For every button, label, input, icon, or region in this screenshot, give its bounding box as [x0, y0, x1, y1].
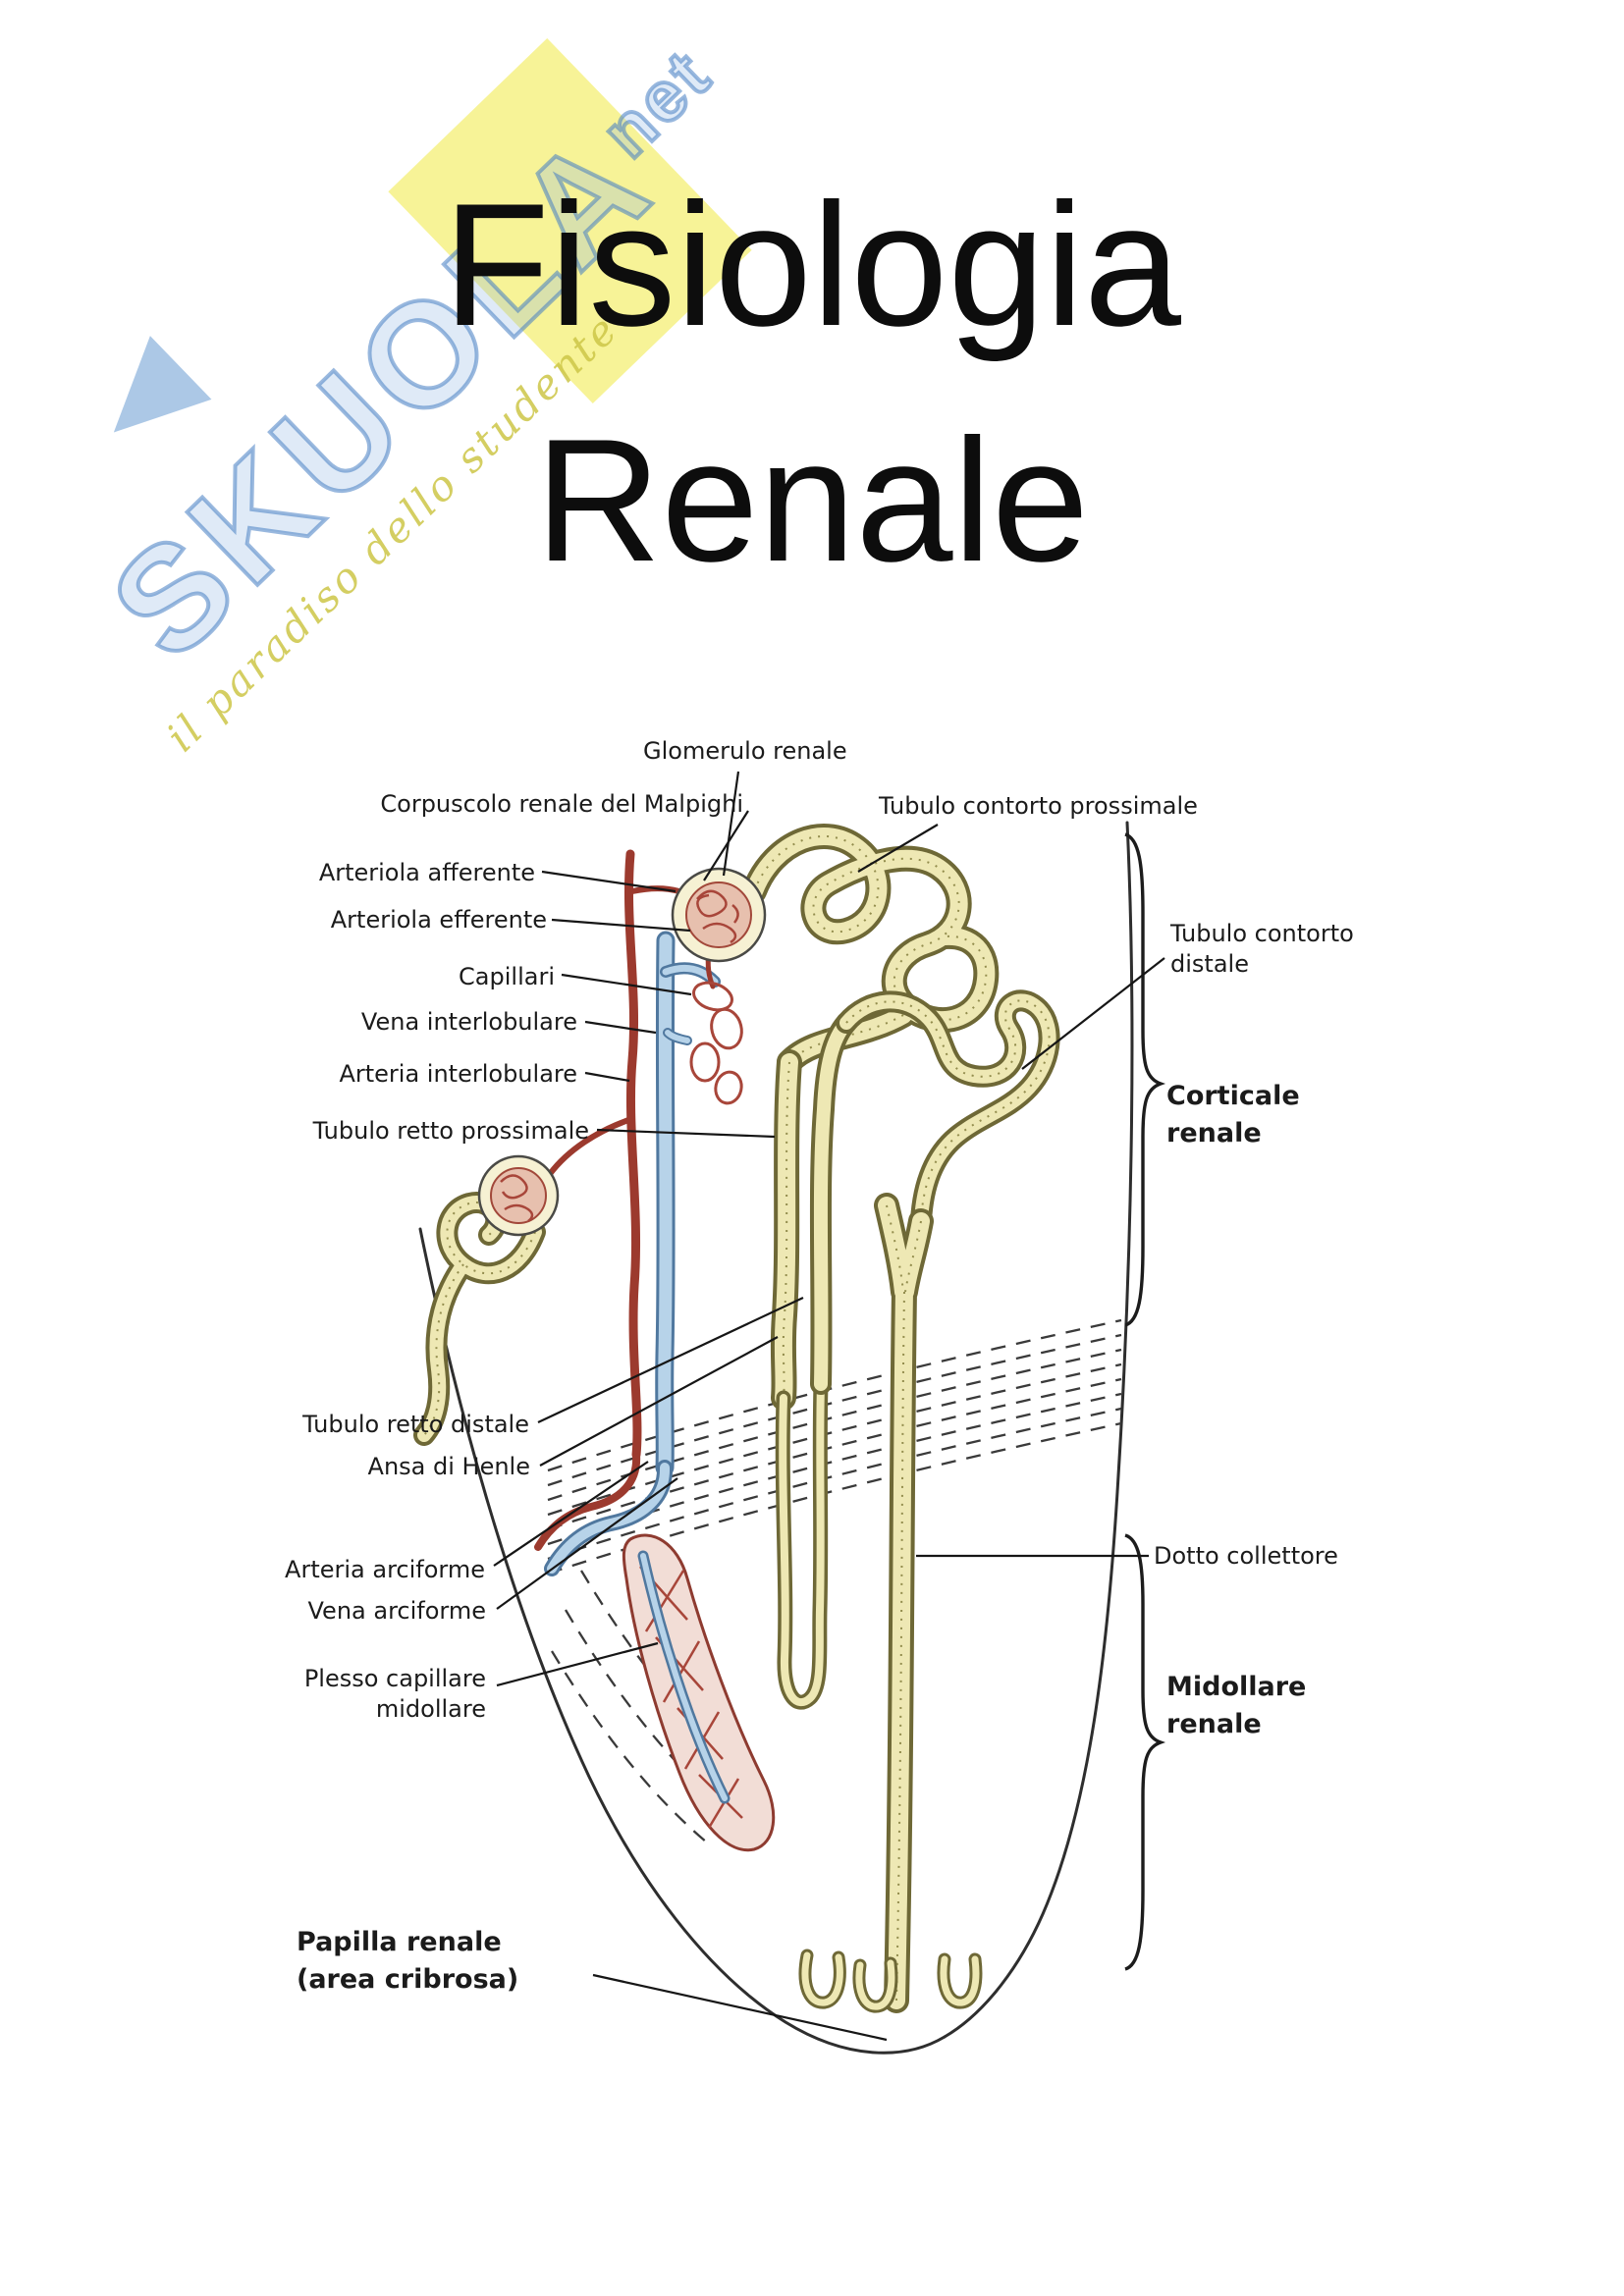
label-arteriola-afferente: Arteriola afferente [318, 859, 535, 886]
label-dotto-collettore: Dotto collettore [1154, 1542, 1338, 1570]
label-vena-arciforme: Vena arciforme [307, 1597, 487, 1625]
page-title-line1: Fisiologia [443, 167, 1181, 362]
interlobular-vein [655, 931, 721, 1477]
label-arteriola-efferente: Arteriola efferente [330, 906, 547, 934]
label-tubulo-retto-distale: Tubulo retto distale [302, 1411, 529, 1438]
label-tubulo-retto-prossimale: Tubulo retto prossimale [312, 1117, 589, 1145]
label-tubulo-contorto-distale: Tubulo contorto distale [1170, 920, 1354, 979]
renal-corpuscle-main [671, 867, 767, 963]
label-corpuscolo-renale: Corpuscolo renale del Malpighi [380, 790, 743, 818]
renal-corpuscle-secondary [477, 1154, 560, 1237]
second-nephron-tubule [424, 1202, 535, 1435]
peritubular-capillaries [663, 981, 743, 1105]
medullary-capillary-plexus [622, 1533, 776, 1852]
label-corticale-renale: Corticale renale [1166, 1081, 1300, 1148]
label-plesso-capillare-midollare: Plesso capillare midollare [303, 1665, 486, 1724]
label-vena-interlobulare: Vena interlobulare [360, 1008, 577, 1036]
label-glomerulo-renale: Glomerulo renale [643, 737, 847, 765]
page-title: Fisiologia Renale [0, 147, 1624, 619]
distal-straight-tubule [821, 1023, 846, 1384]
kidney-outline [418, 821, 1134, 2055]
label-arteria-interlobulare: Arteria interlobulare [339, 1060, 577, 1088]
proximal-convoluted-tubule [754, 836, 986, 1062]
arcuate-artery [534, 1451, 641, 1551]
region-braces [1124, 832, 1166, 1971]
label-ansa-di-henle: Ansa di Henle [367, 1453, 530, 1480]
loop-of-henle [783, 1384, 821, 1702]
label-papilla-renale: Papilla renale (area cribrosa) [297, 1927, 519, 1995]
page-title-line2: Renale [534, 402, 1090, 599]
glomeruli [477, 867, 767, 1237]
proximal-straight-tubule [784, 1062, 789, 1398]
cortical-brace [1124, 832, 1166, 1327]
label-tubulo-contorto-prossimale: Tubulo contorto prossimale [879, 792, 1198, 820]
medullary-brace [1124, 1533, 1166, 1971]
label-midollare-renale: Midollare renale [1166, 1672, 1307, 1739]
label-capillari: Capillari [459, 963, 555, 990]
collecting-duct [887, 1205, 921, 2001]
blood-vessels [534, 849, 776, 1852]
leader-lines [493, 771, 1165, 2042]
papilla-openings [805, 1955, 976, 2006]
label-arteria-arciforme: Arteria arciforme [285, 1556, 485, 1583]
